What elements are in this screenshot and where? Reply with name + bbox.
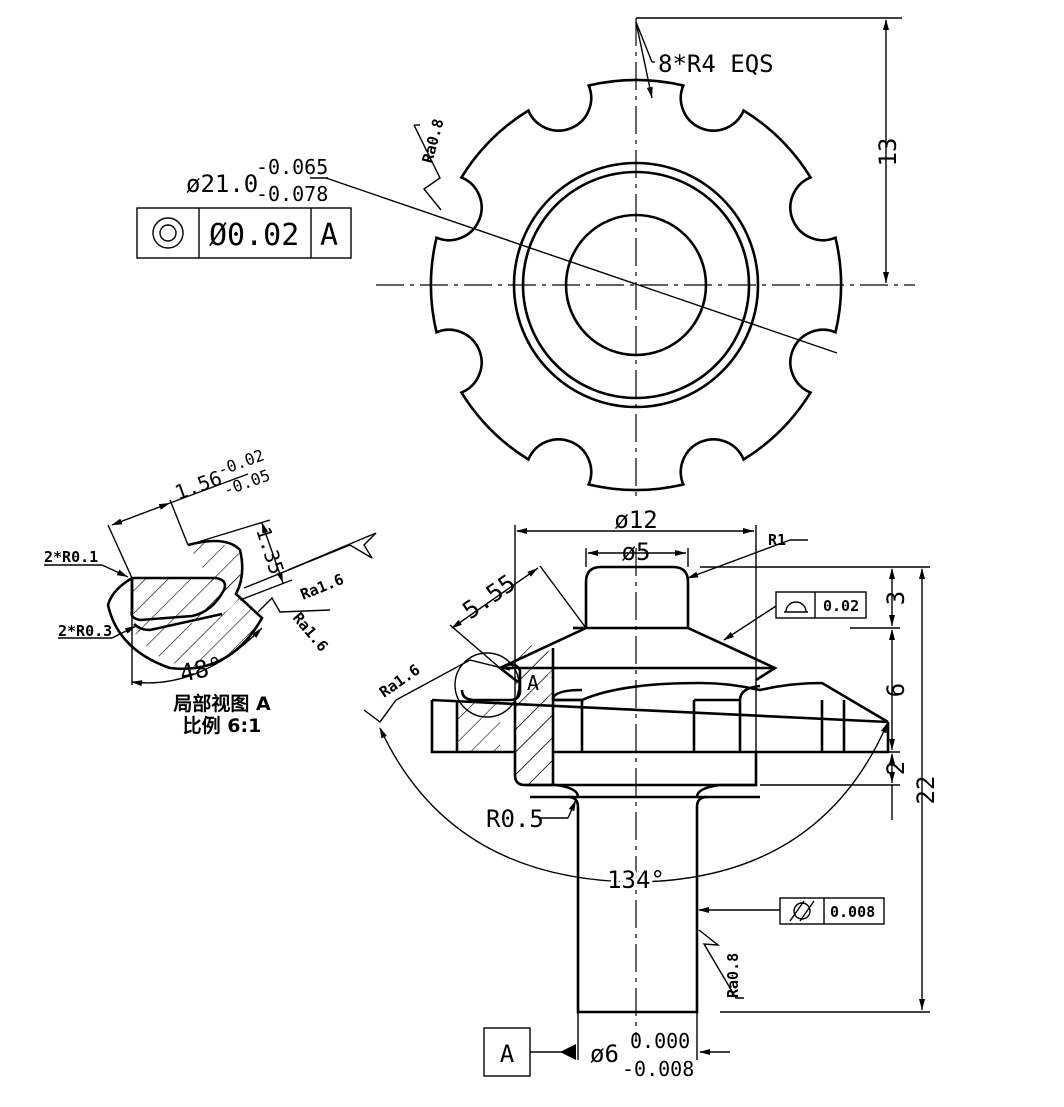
datum-a-label: A: [500, 1040, 515, 1068]
lobe-radius-leader: [635, 21, 653, 99]
outer-bore-circle: [512, 161, 760, 409]
concentricity-tolerance: Ø0.02: [209, 218, 299, 253]
dim-135-label: 1.35: [251, 524, 289, 577]
top-cap: [584, 565, 690, 628]
concentricity-icon: [152, 217, 184, 249]
cylindricity-frame: 0.008: [779, 897, 885, 925]
dia-21-base: ø21.0: [186, 170, 258, 198]
lobed-body: [430, 698, 890, 754]
angle-134-label: 134°: [607, 866, 665, 894]
dia-21-lower-tol: -0.078: [256, 182, 328, 206]
profile-icon: [784, 601, 808, 613]
fillet-r05-label: R0.5: [486, 805, 544, 833]
concentricity-datum: A: [320, 218, 338, 253]
roughness-shaft: Ra0.8: [698, 929, 744, 999]
cylindricity-icon: [789, 900, 815, 922]
detail-view: 48° 1.56 -0.02 -0.05 1.35 Ra1.6 Ra1.6 2*…: [44, 445, 377, 737]
detail-marker: A: [527, 671, 539, 695]
roughness-front-left-label: Ra1.6: [376, 661, 423, 702]
profile-frame: 0.02: [775, 591, 867, 619]
roughness-detail-2: Ra1.6: [257, 596, 332, 655]
dim-555-label: 5.55: [457, 569, 520, 625]
profile-value: 0.02: [823, 597, 859, 615]
dia-21-leader: [325, 177, 838, 354]
roughness-detail-2-label: Ra1.6: [289, 609, 332, 655]
roughness-top-label: Ra0.8: [418, 117, 447, 165]
cylindricity-value: 0.008: [830, 903, 875, 921]
detail-angle-arc: [131, 627, 263, 687]
lobed-outline: [429, 78, 843, 492]
shaft: [567, 795, 708, 1014]
dia-21-upper-tol: -0.065: [256, 155, 328, 179]
collar: [513, 752, 758, 787]
dim-22-label: 22: [912, 776, 940, 805]
shaft-dia-base: ø6: [590, 1040, 619, 1068]
angle-134-arc: [379, 721, 889, 883]
lobe-radius-label: 8*R4 EQS: [658, 50, 774, 78]
dim-dia12-label: ø12: [614, 506, 657, 534]
roughness-symbol-top: Ra0.8: [413, 117, 448, 211]
shaft-lower-tol: -0.008: [622, 1057, 694, 1081]
datum-a: A: [483, 1027, 576, 1077]
corner-r03-label: 2*R0.3: [58, 622, 112, 640]
detail-title: 局部视图 A: [173, 692, 271, 715]
dim-156-base: 1.56: [172, 466, 225, 505]
front-view: A ø12 ø5 R1 5.55 0.02 Ra1.6: [363, 506, 940, 1081]
dim-2-label: 2: [882, 761, 910, 775]
dim-dia5-label: ø5: [622, 538, 651, 566]
inner-bore-circle: [564, 213, 708, 357]
detail-circle-a: [454, 652, 520, 718]
corner-r01-label: 2*R0.1: [44, 548, 98, 566]
fillet-r1-label: R1: [768, 531, 786, 549]
detail-scale: 比例 6:1: [183, 714, 262, 737]
dim-555-line: [451, 567, 539, 629]
middle-bore-circle: [521, 170, 751, 400]
concentricity-frame: Ø0.02 A: [136, 207, 352, 259]
roughness-shaft-label: Ra0.8: [724, 953, 742, 998]
dim-3-label: 3: [882, 591, 910, 605]
shaft-upper-tol: 0.000: [630, 1029, 690, 1053]
top-view: 8*R4 EQS 13 ø21.0 -0.065 -0.078 Ø0.02 A …: [136, 17, 915, 500]
roughness-detail-1-label: Ra1.6: [298, 570, 347, 604]
dim-6-label: 6: [882, 683, 910, 697]
dim-13-label: 13: [874, 138, 902, 167]
dim-156-line: [111, 502, 171, 526]
